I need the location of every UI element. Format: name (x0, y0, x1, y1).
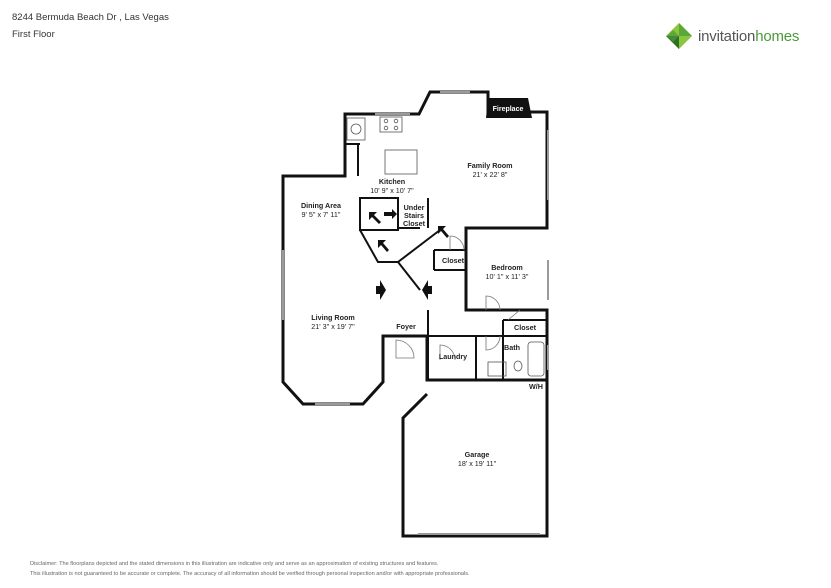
vanity-icon (487, 361, 507, 377)
bathtub-icon (527, 341, 545, 377)
under-stairs-label-1: Under (404, 203, 425, 212)
foyer-label: Foyer (396, 322, 416, 331)
closet-label: Closet (514, 323, 537, 332)
logo-text: invitationhomes (698, 28, 799, 45)
door-swings (395, 235, 521, 361)
laundry-label: Laundry (439, 352, 467, 361)
exterior-walls (281, 90, 549, 538)
garage-dims: 18' x 19' 11" (458, 459, 497, 468)
logo-word-invitation: invitation (698, 28, 756, 45)
kitchen-sink-icon (346, 117, 366, 141)
stair-arrow-icon (378, 240, 389, 252)
closet-label: Closet (442, 256, 465, 265)
kitchen-label: Kitchen (379, 177, 405, 186)
kitchen-dims: 10' 9" x 10' 7" (370, 186, 414, 195)
property-address: 8244 Bermuda Beach Dr , Las Vegas (12, 12, 169, 23)
bedroom-label: Bedroom (491, 263, 523, 272)
bath-fixtures (487, 341, 545, 377)
entry-arrow-icon (422, 280, 432, 300)
under-stairs-label-3: Closet (403, 219, 426, 228)
logo-word-homes: homes (755, 28, 800, 45)
interior-walls (345, 143, 547, 380)
disclaimer-line-2: This illustration is not guaranteed to b… (30, 571, 470, 577)
kitchen-island (384, 149, 418, 175)
toilet-icon (513, 360, 523, 372)
dining-area-label: Dining Area (301, 201, 342, 210)
stair-arrows (369, 209, 449, 300)
floor-label: First Floor (12, 29, 55, 40)
invitation-homes-logo: invitationhomes (664, 22, 824, 52)
disclaimer-line-1: Disclaimer: The floorplans depicted and … (30, 561, 439, 567)
wh-label: W/H (529, 382, 543, 391)
dining-area-dims: 9' 5" x 7' 11" (302, 210, 341, 219)
entry-arrow-icon (376, 280, 386, 300)
windows (282, 91, 549, 405)
garage-label: Garage (465, 450, 490, 459)
fireplace-label: Fireplace (493, 106, 524, 113)
logo-mark-icon (666, 23, 692, 49)
living-room-dims: 21' 3" x 19' 7" (311, 322, 355, 331)
fireplace-icon: Fireplace (486, 98, 532, 118)
bath-label: Bath (504, 343, 520, 352)
family-room-dims: 21' x 22' 8" (473, 170, 508, 179)
stair-arrow-icon (438, 226, 449, 238)
stair-arrow-icon (384, 209, 397, 219)
living-room-label: Living Room (311, 313, 355, 322)
stove-icon (379, 116, 403, 133)
under-stairs-label-2: Stairs (404, 211, 424, 220)
family-room-label: Family Room (467, 161, 512, 170)
stair-arrow-icon (369, 212, 381, 224)
bedroom-dims: 10' 1" x 11' 3" (486, 272, 529, 281)
